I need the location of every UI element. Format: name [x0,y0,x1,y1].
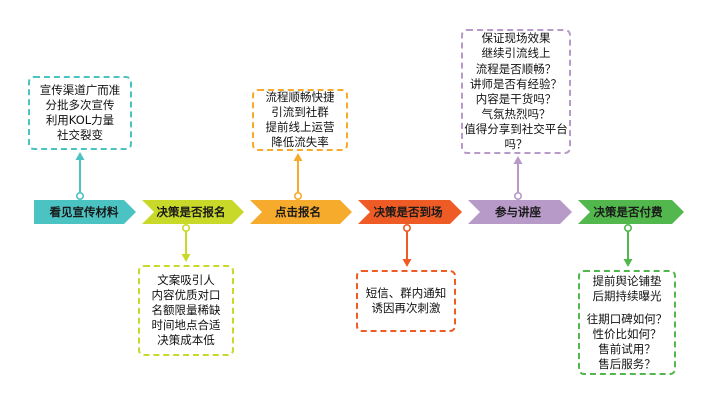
note-line: 内容优质对口 [151,288,221,302]
note-line: 利用KOL力量 [45,113,115,127]
note-line: 社交裂变 [57,128,103,142]
note-line: 引流到社群 [271,105,329,119]
note-line: 短信、群内通知 [365,286,447,300]
stage-label-click-signup: 点击报名 [275,205,321,219]
note-line: 流程顺畅快捷 [265,90,335,104]
note-line: 提前舆论铺垫 [592,273,662,288]
stage-arrow-decide-signup [142,200,244,224]
note-line: 后期持续曝光 [592,288,662,303]
connectors [75,152,633,267]
connector-dot [76,192,85,201]
note-line: 保证现场效果 [481,31,551,45]
connector-click-signup [293,153,303,201]
connector-arrowhead [293,153,303,161]
stage-arrows [34,200,684,224]
note-line: 决策成本低 [157,333,215,347]
connector-dot [402,224,411,233]
stage-arrow-click-signup [250,200,352,224]
note-line: 名额限量稀缺 [151,303,221,317]
connector-attend-lecture [513,156,523,201]
connector-dot [513,192,522,201]
note-line: 文案吸引人 [157,273,215,287]
connector-decide-pay [623,224,633,267]
note-attend-lecture: 保证现场效果 继续引流线上 流程是否顺畅？ 讲师是否有经验？ 内容是干货吗？ 气… [461,29,571,154]
connector-dot [293,192,302,201]
note-line: 宣传渠道广而准 [39,83,121,97]
connector-decide-attend [402,224,412,267]
stage-arrow-decide-pay [578,200,684,224]
note-decide-signup: 文案吸引人 内容优质对口 名额限量稀缺 时间地点合适 决策成本低 [138,265,234,356]
note-see-material: 宣传渠道广而准 分批多次宣传 利用KOL力量 社交裂变 [28,76,132,150]
stage-arrow-decide-attend [358,200,462,224]
connector-arrowhead [402,259,412,267]
stage-arrow-see-material [34,200,136,224]
note-line: 售前试用？ [598,341,656,356]
note-line: 讲师是否有经验？ [470,77,562,91]
note-line: 时间地点合适 [151,318,221,332]
connector-dot [182,224,191,233]
connector-arrowhead [513,156,523,164]
note-line: 售后服务？ [598,356,656,371]
note-click-signup: 流程顺畅快捷 引流到社群 提前线上运营 降低流失率 [252,89,348,151]
connector-see-material [75,152,85,201]
connector-decide-signup [181,224,191,262]
connector-arrowhead [623,259,633,267]
stage-label-decide-attend: 决策是否到场 [373,205,443,219]
note-line: 提前线上运营 [265,120,335,134]
connector-arrowhead [181,254,191,262]
note-line: 内容是干货吗？ [475,92,557,106]
note-line: 诱因再次刺激 [371,301,441,315]
note-line: 往期口碑如何？ [586,311,668,326]
stage-label-see-material: 看见宣传材料 [49,205,119,219]
note-line: 流程是否顺畅？ [475,62,557,76]
stage-arrow-attend-lecture [468,200,572,224]
note-line: 气氛热烈吗？ [481,107,551,121]
connector-arrowhead [75,152,85,160]
note-decide-attend: 短信、群内通知 诱因再次刺激 [356,270,456,332]
stage-label-decide-pay: 决策是否付费 [593,205,663,219]
note-line: 值得分享到社交平台 [464,122,568,136]
note-line: 分批多次宣传 [45,98,115,112]
note-decide-pay: 提前舆论铺垫 后期持续曝光 往期口碑如何？ 性价比如何？ 售前试用？ 售后服务？ [578,270,676,375]
note-line: 继续引流线上 [481,46,551,60]
stage-label-attend-lecture: 参与讲座 [495,205,541,219]
note-line: 性价比如何？ [592,326,662,341]
note-line: 吗？ [504,137,528,151]
stage-label-decide-signup: 决策是否报名 [156,205,226,219]
connector-dot [623,224,632,233]
note-line: 降低流失率 [271,135,329,149]
